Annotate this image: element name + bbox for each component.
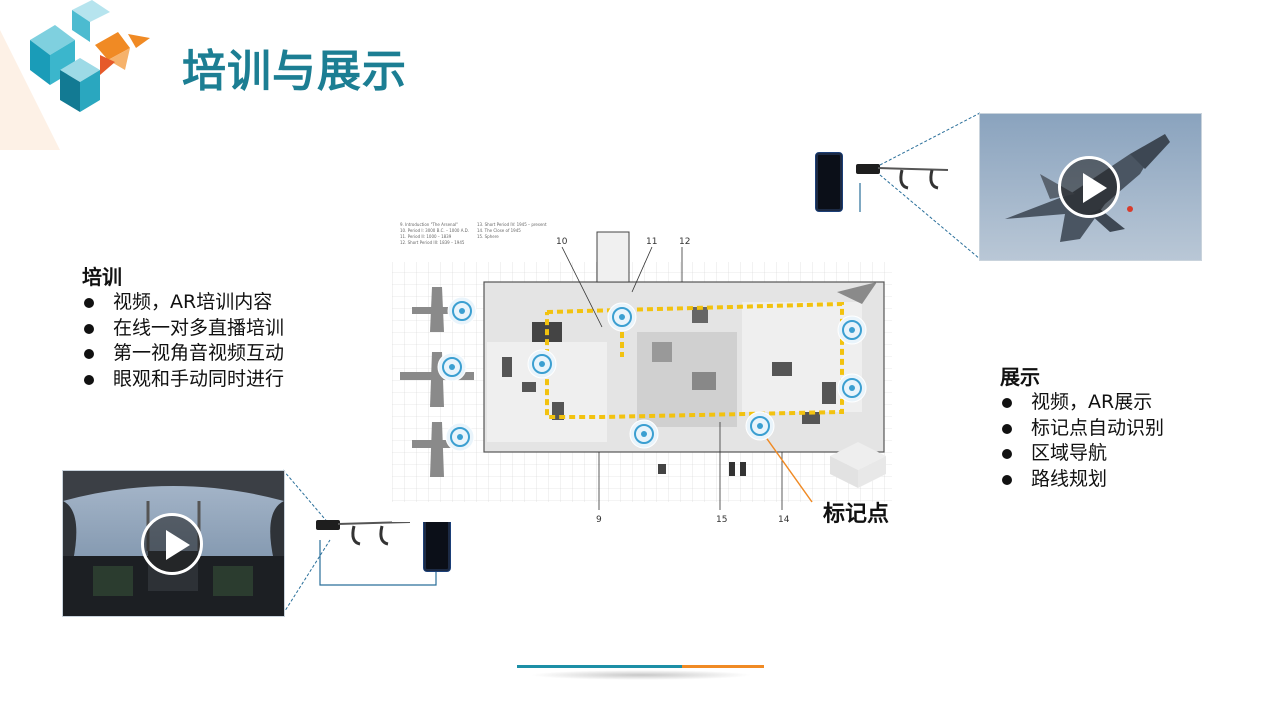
plan-legend-line: 12. Short Period III: 1839 – 1945	[400, 240, 465, 245]
floor-plan-drawing: 9. Introduction "The Arsenal" 10. Period…	[392, 222, 892, 525]
bottom-shadow	[530, 670, 752, 680]
plan-legend-line: 9. Introduction "The Arsenal"	[400, 222, 458, 227]
plan-legend-line: 15. Sphere	[477, 234, 499, 239]
watermark-icon	[830, 442, 886, 488]
plan-legend-line: 14. The Close of 1945	[477, 228, 521, 233]
training-list: 视频，AR培训内容 在线一对多直播培训 第一视角音视频互动 眼观和手动同时进行	[82, 290, 284, 392]
page-title: 培训与展示	[182, 46, 407, 97]
phone-icon	[815, 152, 843, 212]
play-icon[interactable]	[1058, 156, 1120, 218]
plan-number: 15	[716, 515, 727, 522]
jet-video-thumbnail[interactable]	[979, 113, 1202, 261]
plan-number: 9	[596, 515, 602, 522]
list-item: 眼观和手动同时进行	[82, 367, 284, 393]
logo-icon	[0, 0, 150, 150]
list-item: 区域导航	[1000, 441, 1164, 467]
plan-number: 10	[556, 237, 568, 247]
plan-legend-line: 13. Short Period IV: 1945 – present	[477, 222, 547, 227]
cockpit-video-thumbnail[interactable]	[62, 470, 285, 617]
marker-label: 标记点	[823, 502, 890, 527]
marker-icons	[437, 296, 867, 452]
play-icon[interactable]	[141, 513, 203, 575]
list-item: 路线规划	[1000, 467, 1164, 493]
display-heading: 展示	[1000, 365, 1040, 389]
plan-number: 12	[679, 237, 690, 247]
training-panel: 培训 视频，AR培训内容 在线一对多直播培训 第一视角音视频互动 眼观和手动同时…	[82, 264, 284, 392]
plan-number: 11	[646, 237, 657, 247]
list-item: 在线一对多直播培训	[82, 316, 284, 342]
smart-glasses-icon	[316, 520, 411, 546]
plan-legend-line: 11. Period II: 1000 – 1839	[400, 234, 452, 239]
list-item: 标记点自动识别	[1000, 416, 1164, 442]
list-item: 视频，AR培训内容	[82, 290, 284, 316]
list-item: 第一视角音视频互动	[82, 341, 284, 367]
list-item: 视频，AR展示	[1000, 390, 1164, 416]
plan-number: 14	[778, 515, 790, 522]
smart-glasses-icon	[856, 164, 949, 190]
training-heading: 培训	[82, 265, 122, 289]
floor-plan: 9. Introduction "The Arsenal" 10. Period…	[392, 212, 892, 525]
display-list: 视频，AR展示 标记点自动识别 区域导航 路线规划	[1000, 390, 1164, 492]
bottom-accent-line	[517, 665, 764, 668]
display-panel: 展示 视频，AR展示 标记点自动识别 区域导航 路线规划	[1000, 364, 1164, 492]
plan-legend-line: 10. Period I: 3000 B.C. – 1000 A.D.	[400, 228, 469, 233]
